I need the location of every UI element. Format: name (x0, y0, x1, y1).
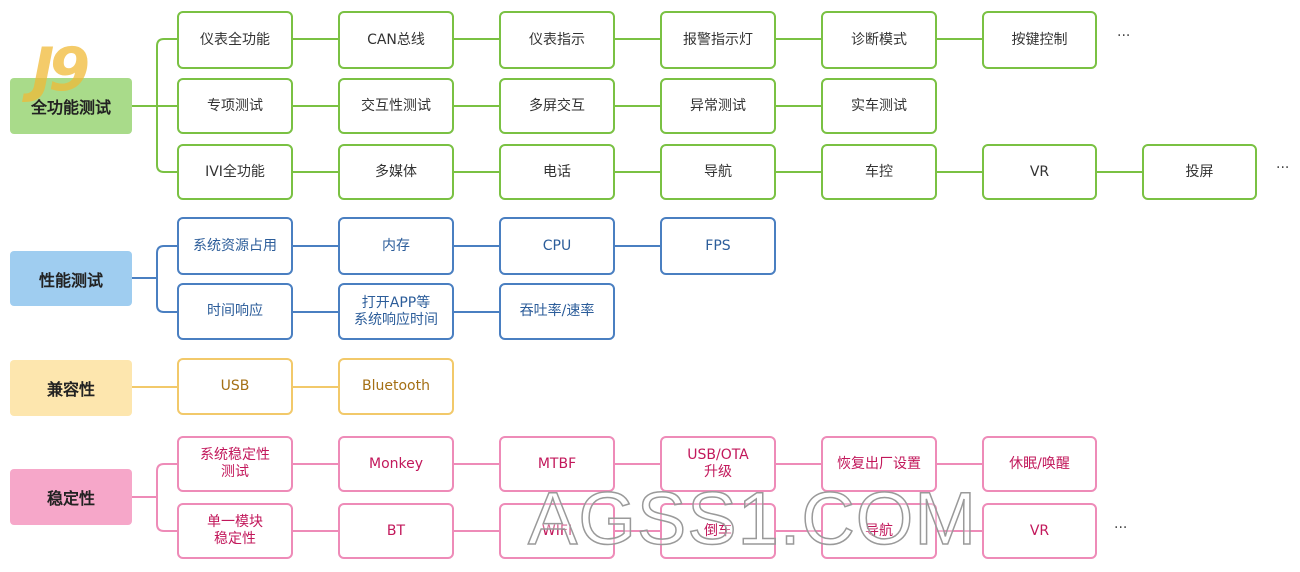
node-r2-c0: IVI全功能 (177, 144, 293, 200)
node-r6-c2: MTBF (499, 436, 615, 492)
node-r0-c5: 按键控制 (982, 11, 1097, 69)
node-r4-c0: 时间响应 (177, 283, 293, 340)
node-r1-c0: 专项测试 (177, 78, 293, 134)
category-compatibility: 兼容性 (10, 360, 132, 416)
node-r7-c5: VR (982, 503, 1097, 559)
connectors-full-function (132, 38, 1142, 173)
node-r3-c1: 内存 (338, 217, 454, 275)
node-r7-c1: BT (338, 503, 454, 559)
node-r4-c2: 吞吐率/速率 (499, 283, 615, 340)
ellipsis-row2: ··· (1276, 160, 1290, 176)
node-r7-c2: WIFI (499, 503, 615, 559)
node-r2-c1: 多媒体 (338, 144, 454, 200)
node-r5-c0: USB (177, 358, 293, 415)
node-r2-c5: VR (982, 144, 1097, 200)
node-r6-c3: USB/OTA 升级 (660, 436, 776, 492)
watermark-text: AGSS1.COM (527, 477, 977, 560)
node-r1-c4: 实车测试 (821, 78, 937, 134)
node-r3-c0: 系统资源占用 (177, 217, 293, 275)
node-r2-c3: 导航 (660, 144, 776, 200)
node-r3-c3: FPS (660, 217, 776, 275)
node-r0-c1: CAN总线 (338, 11, 454, 69)
node-r7-c4: 导航 (821, 503, 937, 559)
node-r2-c6: 投屏 (1142, 144, 1257, 200)
node-r6-c5: 休眠/唤醒 (982, 436, 1097, 492)
node-r0-c3: 报警指示灯 (660, 11, 776, 69)
node-r0-c2: 仪表指示 (499, 11, 615, 69)
j9-logo: J9 (32, 35, 90, 105)
node-r6-c1: Monkey (338, 436, 454, 492)
ellipsis-row0: ··· (1117, 28, 1131, 44)
category-full-function: 全功能测试 (10, 78, 132, 134)
node-r1-c2: 多屏交互 (499, 78, 615, 134)
node-r4-c1: 打开APP等 系统响应时间 (338, 283, 454, 340)
node-r2-c4: 车控 (821, 144, 937, 200)
connectors-stability (132, 463, 982, 532)
node-r5-c1: Bluetooth (338, 358, 454, 415)
node-r1-c1: 交互性测试 (338, 78, 454, 134)
node-r0-c0: 仪表全功能 (177, 11, 293, 69)
node-r7-c0: 单一模块 稳定性 (177, 503, 293, 559)
node-r2-c2: 电话 (499, 144, 615, 200)
node-r0-c4: 诊断模式 (821, 11, 937, 69)
node-r7-c3: 倒车 (660, 503, 776, 559)
connectors-performance (132, 245, 660, 313)
node-r3-c2: CPU (499, 217, 615, 275)
ellipsis-row7: ··· (1114, 520, 1128, 536)
node-r6-c4: 恢复出厂设置 (821, 436, 937, 492)
category-performance: 性能测试 (10, 251, 132, 306)
node-r1-c3: 异常测试 (660, 78, 776, 134)
category-stability: 稳定性 (10, 469, 132, 525)
node-r6-c0: 系统稳定性 测试 (177, 436, 293, 492)
